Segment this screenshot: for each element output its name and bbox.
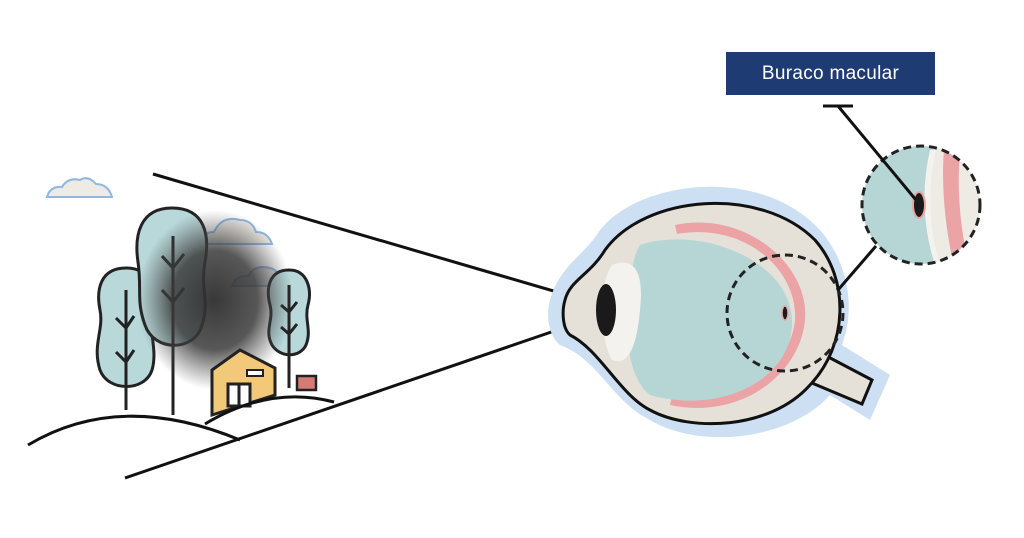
zoomed-macula-detail <box>860 144 982 266</box>
eyeball-illustration <box>548 186 890 438</box>
connector-line <box>836 245 878 291</box>
hill <box>27 414 241 447</box>
pupil <box>596 284 616 336</box>
lens <box>602 262 641 362</box>
sight-line-top <box>152 172 599 306</box>
cloud-icon <box>45 177 114 198</box>
label-pointer-line <box>836 105 918 201</box>
label-macular-hole: Buraco macular <box>726 52 935 95</box>
magnifier-circle-detail <box>860 144 982 266</box>
landscape-scene <box>27 177 335 447</box>
blurred-central-spot <box>137 210 293 390</box>
vitreous-body <box>627 239 793 401</box>
hill <box>204 395 335 426</box>
sight-line-bottom <box>124 314 599 480</box>
macular-hole-small <box>781 305 789 321</box>
macular-hole <box>912 191 926 219</box>
small-red-box <box>295 374 318 392</box>
magnifier-circle-eye <box>725 253 845 373</box>
